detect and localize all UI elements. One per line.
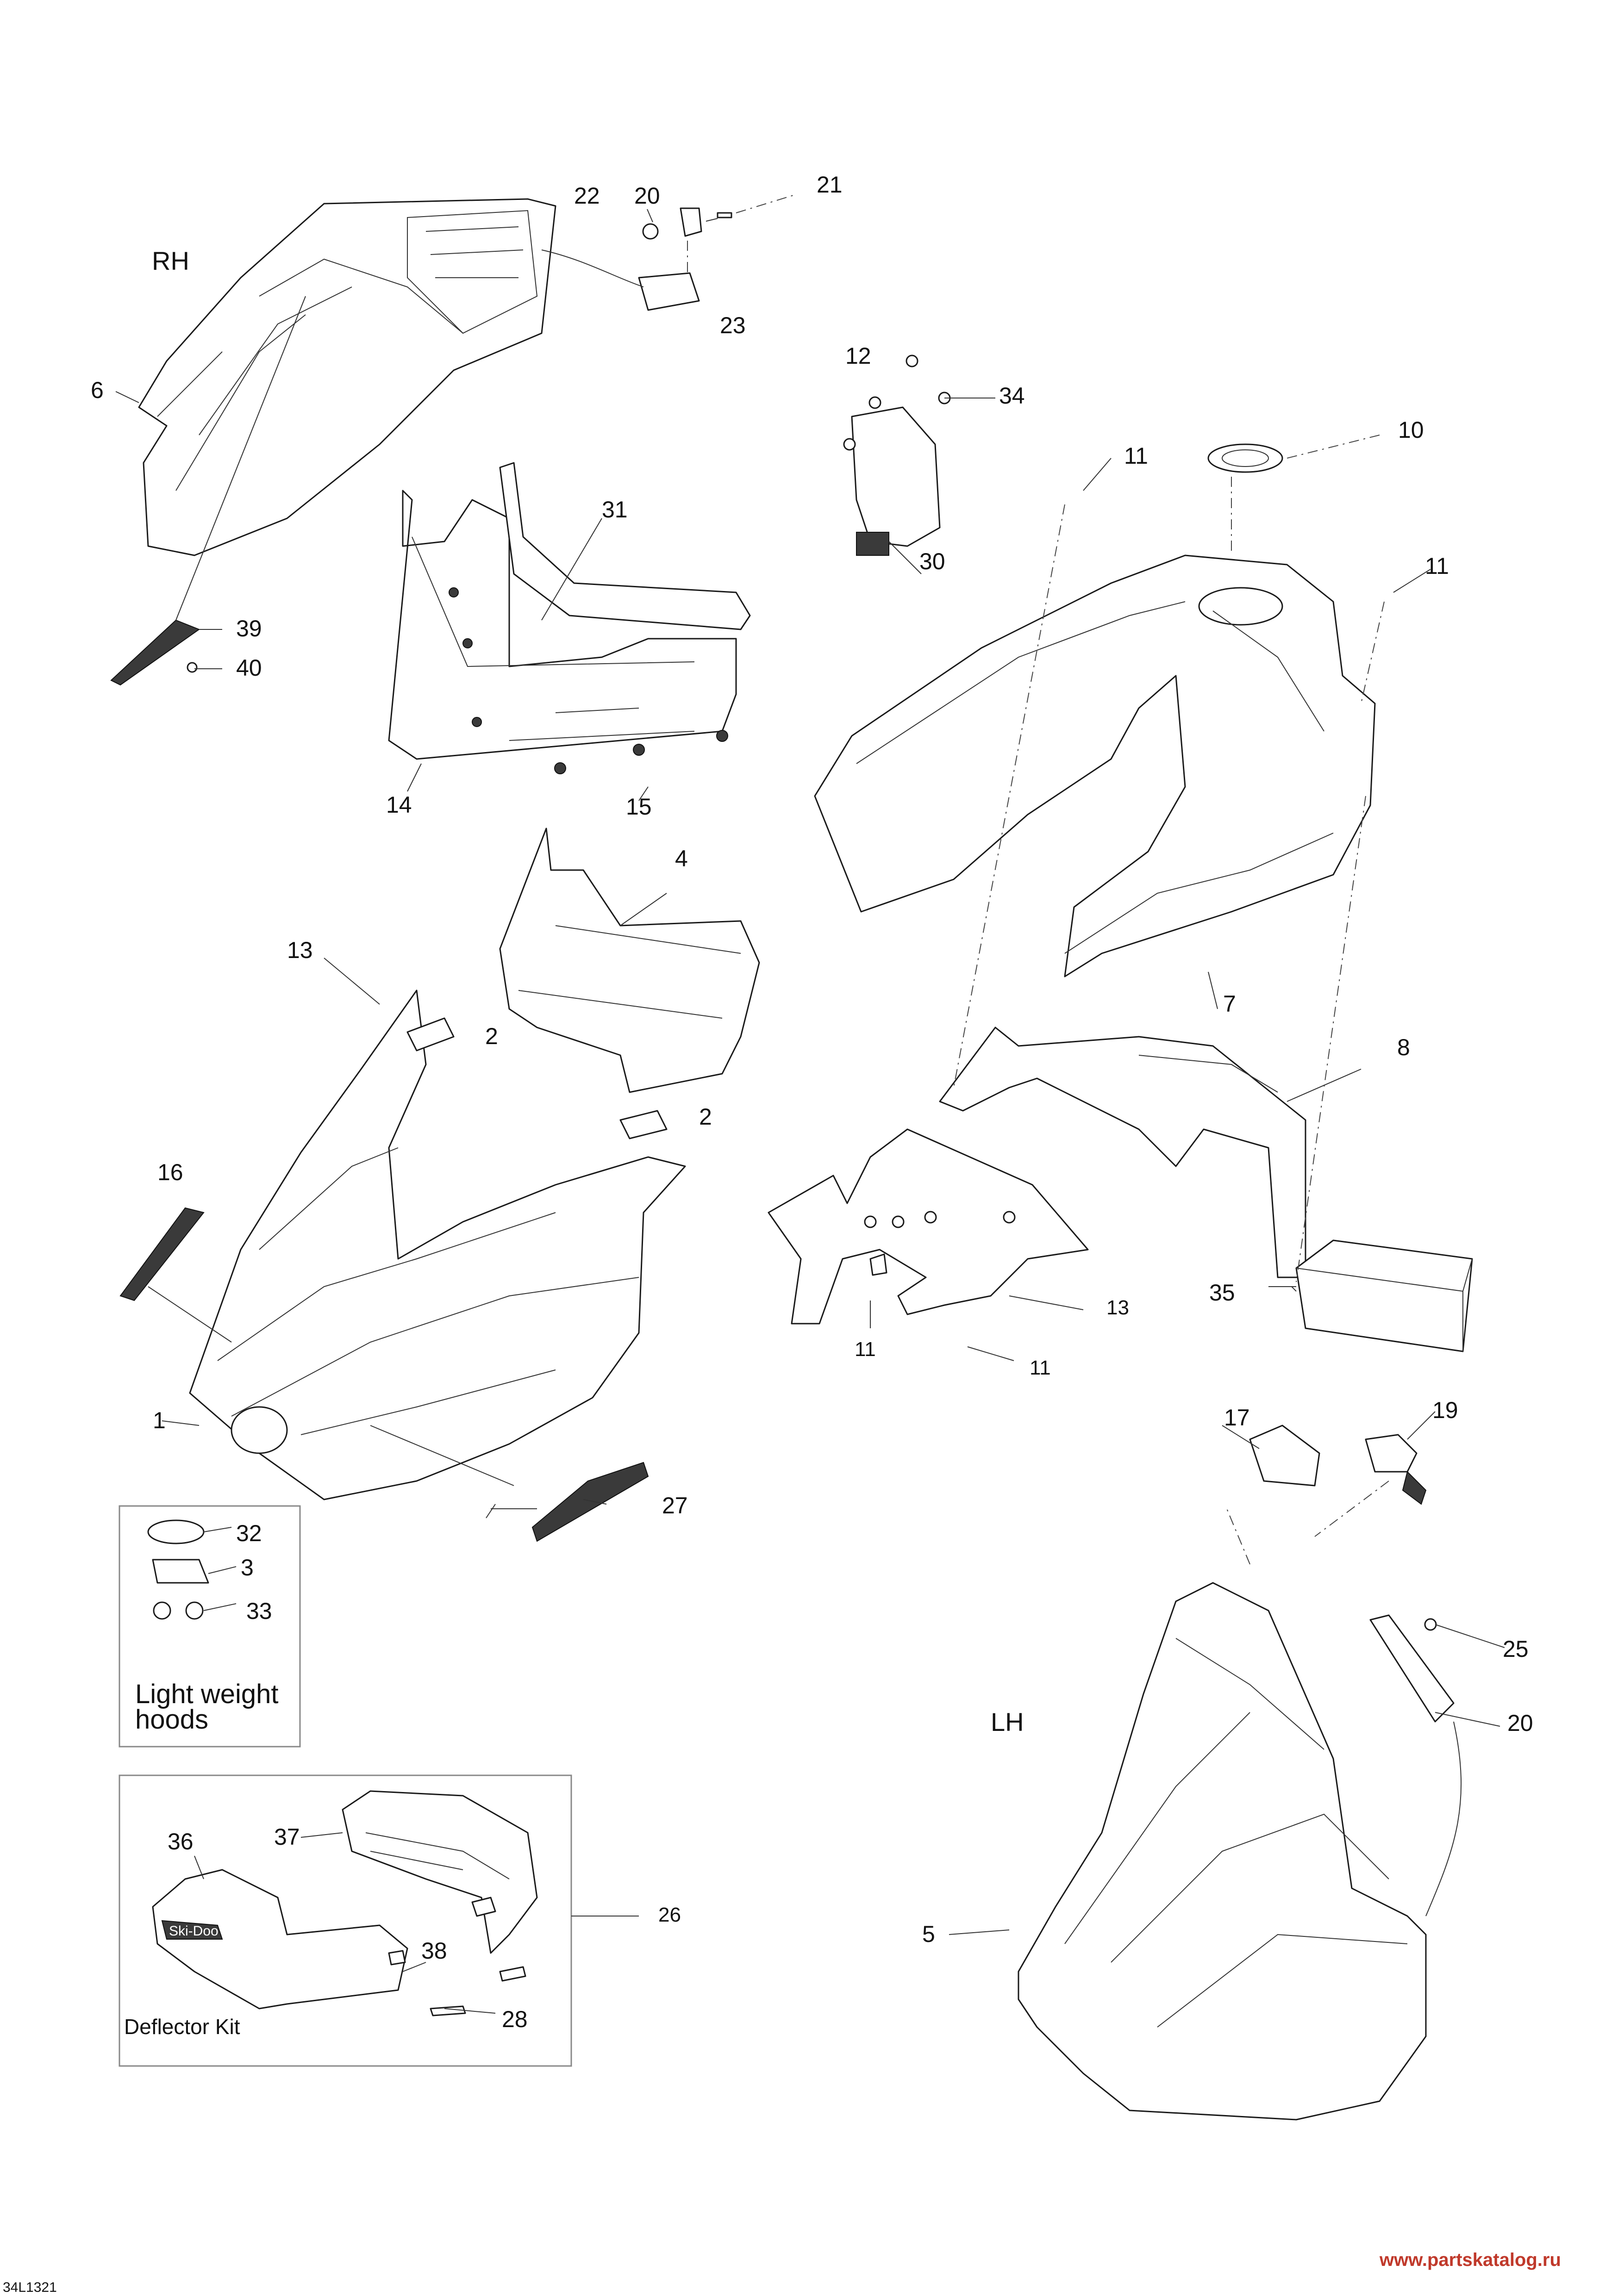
callout-30: 30	[919, 548, 945, 574]
lh-fastener-set	[1226, 1425, 1462, 1916]
callout-27: 26	[658, 1904, 681, 1926]
deflector-kit-label: Deflector Kit	[124, 2015, 240, 2039]
callout-19: 17	[1224, 1405, 1250, 1431]
wire-bracket	[843, 355, 951, 556]
callout-14: 13	[1106, 1296, 1129, 1319]
light-weight-label-line1: Light weight	[135, 1679, 279, 1709]
callout-10: 10	[1398, 417, 1424, 443]
support-frame	[768, 1128, 1089, 1325]
callout-12: 11	[855, 1338, 876, 1361]
callout-29: 28	[502, 2006, 528, 2032]
callout-5: 5	[922, 1921, 935, 1947]
deflector-brand-mark: Ski-Doo	[169, 1923, 219, 1939]
callout-32: 32	[236, 1520, 262, 1546]
callout-25: 23	[720, 312, 746, 338]
callout-26: 25	[1503, 1636, 1529, 1662]
callout-20: 19	[1432, 1397, 1458, 1423]
rh-side-label: RH	[152, 246, 189, 275]
callout-21: 20	[1507, 1710, 1533, 1736]
side-grill-28	[370, 1425, 649, 1542]
callout-1: 1	[153, 1407, 166, 1433]
callout-leaders	[115, 209, 1505, 2014]
callout-17: 16	[157, 1159, 183, 1185]
callout-31: 31	[602, 497, 628, 523]
front-hood	[189, 989, 686, 1500]
callout-11-top: 11	[1124, 443, 1148, 469]
packaging-box	[1295, 1239, 1473, 1352]
callout-13-top: 12	[845, 343, 871, 369]
callout-15: 14	[386, 792, 412, 818]
light-weight-label-line2: hoods	[135, 1705, 208, 1735]
callout-8: 8	[1397, 1034, 1410, 1060]
small-grill	[110, 296, 306, 686]
mounting-bracket	[939, 1027, 1306, 1278]
callout-6: 6	[91, 377, 104, 403]
callout-40: 40	[236, 655, 262, 681]
callout-28: 27	[662, 1493, 688, 1518]
callout-13-left: 13	[287, 937, 313, 963]
callout-16: 15	[626, 794, 652, 820]
drawing-code: 34L1321	[3, 2280, 57, 2295]
callout-11-right: 11	[1425, 553, 1449, 579]
side-grill-17	[119, 1207, 232, 1343]
rh-side-panel	[138, 198, 556, 556]
light-weight-hoods-box: Light weight hoods	[119, 1505, 301, 1748]
watermark-link[interactable]: www.partskatalog.ru	[1379, 2250, 1561, 2270]
callout-34: 34	[999, 383, 1025, 409]
callout-33: 33	[246, 1598, 272, 1624]
callout-35: 35	[1209, 1280, 1235, 1306]
callout-23: 21	[817, 172, 843, 198]
upper-console	[814, 443, 1376, 977]
callout-3: 3	[241, 1555, 254, 1580]
callout-38: 38	[421, 1938, 447, 1964]
callout-39: 39	[236, 616, 262, 641]
callout-7: 7	[1223, 991, 1236, 1017]
callout-24: 22	[574, 183, 600, 209]
upper-hood	[499, 828, 760, 1093]
lh-side-label: LH	[991, 1707, 1024, 1736]
callout-2-lower: 2	[699, 1104, 712, 1130]
callout-22: 20	[634, 183, 660, 209]
callout-11-bottom: 11	[1030, 1356, 1051, 1379]
callout-numbers: 6 22 20 21 23 12 34 10 11 11 31 30 39 40…	[91, 172, 1533, 2032]
callout-4: 4	[675, 846, 688, 871]
callout-2-upper: 2	[485, 1023, 498, 1049]
callout-37: 37	[274, 1824, 300, 1850]
deflector-kit-box: Ski-Doo Deflector Kit	[119, 1774, 639, 2067]
callout-36: 36	[168, 1829, 194, 1854]
windshield-bracket	[388, 462, 751, 774]
lh-side-panel	[1018, 1582, 1427, 2121]
rh-fastener-set	[541, 194, 797, 311]
